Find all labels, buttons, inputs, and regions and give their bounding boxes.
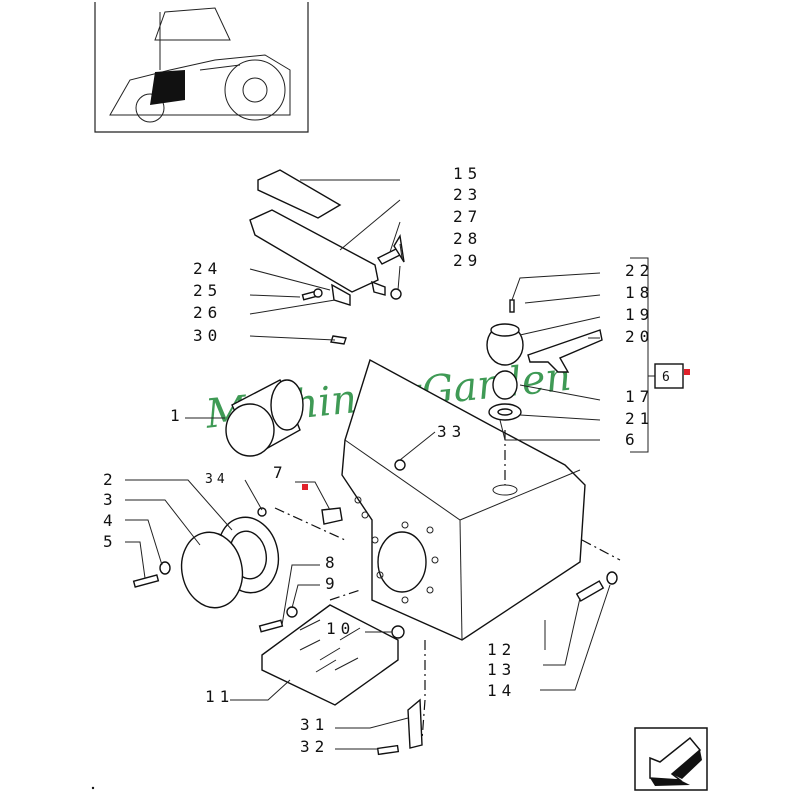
label-29: 29 bbox=[453, 251, 482, 270]
label-23: 23 bbox=[453, 185, 482, 204]
corner-dot bbox=[91, 786, 95, 790]
arrow-down-left-icon bbox=[649, 736, 702, 786]
label-27: 27 bbox=[453, 207, 482, 226]
label-4: 4 bbox=[103, 511, 118, 530]
label-31: 31 bbox=[300, 715, 329, 734]
label-3: 3 bbox=[103, 490, 118, 509]
marker-ref-6 bbox=[684, 369, 690, 375]
label-6: 6 bbox=[625, 430, 640, 449]
ref-box-label: 6 bbox=[662, 370, 674, 385]
marker-part-7 bbox=[302, 484, 308, 490]
label-19: 19 bbox=[625, 305, 654, 324]
label-9: 9 bbox=[325, 574, 340, 593]
label-11: 11 bbox=[205, 687, 234, 706]
label-32: 32 bbox=[300, 737, 329, 756]
tank-bolt-holes bbox=[354, 496, 439, 604]
label-12: 12 bbox=[487, 640, 516, 659]
label-20: 20 bbox=[625, 327, 654, 346]
label-25: 25 bbox=[193, 281, 222, 300]
label-7: 7 bbox=[273, 463, 288, 482]
label-18: 18 bbox=[625, 283, 654, 302]
fuel-cap-assembly bbox=[486, 299, 603, 421]
label-1: 1 bbox=[170, 406, 185, 425]
filter-element bbox=[225, 379, 304, 457]
label-26: 26 bbox=[193, 303, 222, 322]
seat-pad bbox=[249, 169, 386, 306]
label-33: 33 bbox=[437, 422, 466, 441]
label-13: 13 bbox=[487, 660, 516, 679]
part-labels: 15 23 27 28 29 24 25 26 30 22 18 19 20 1… bbox=[103, 164, 654, 756]
label-24: 24 bbox=[193, 259, 222, 278]
label-14: 14 bbox=[487, 681, 516, 700]
fuel-tank bbox=[341, 358, 586, 641]
label-5: 5 bbox=[103, 532, 118, 551]
tractor-icon bbox=[109, 7, 291, 123]
label-34: 34 bbox=[205, 472, 229, 487]
lower-bracket bbox=[376, 571, 618, 756]
label-28: 28 bbox=[453, 229, 482, 248]
nav-arrow-button[interactable] bbox=[634, 727, 708, 791]
label-21: 21 bbox=[625, 409, 654, 428]
label-30: 30 bbox=[193, 326, 222, 345]
label-15: 15 bbox=[453, 164, 482, 183]
fasteners-top bbox=[301, 233, 405, 345]
label-22: 22 bbox=[625, 261, 654, 280]
label-2: 2 bbox=[103, 470, 118, 489]
step-plate bbox=[258, 604, 405, 706]
label-8: 8 bbox=[325, 553, 340, 572]
reference-box-6: 6 bbox=[654, 363, 684, 389]
assembly-centerlines bbox=[274, 430, 621, 741]
label-10: 10 bbox=[326, 619, 355, 638]
leader-lines bbox=[125, 179, 655, 750]
label-17: 17 bbox=[625, 387, 654, 406]
tractor-inset bbox=[94, 2, 309, 133]
flange-plates bbox=[132, 507, 343, 609]
